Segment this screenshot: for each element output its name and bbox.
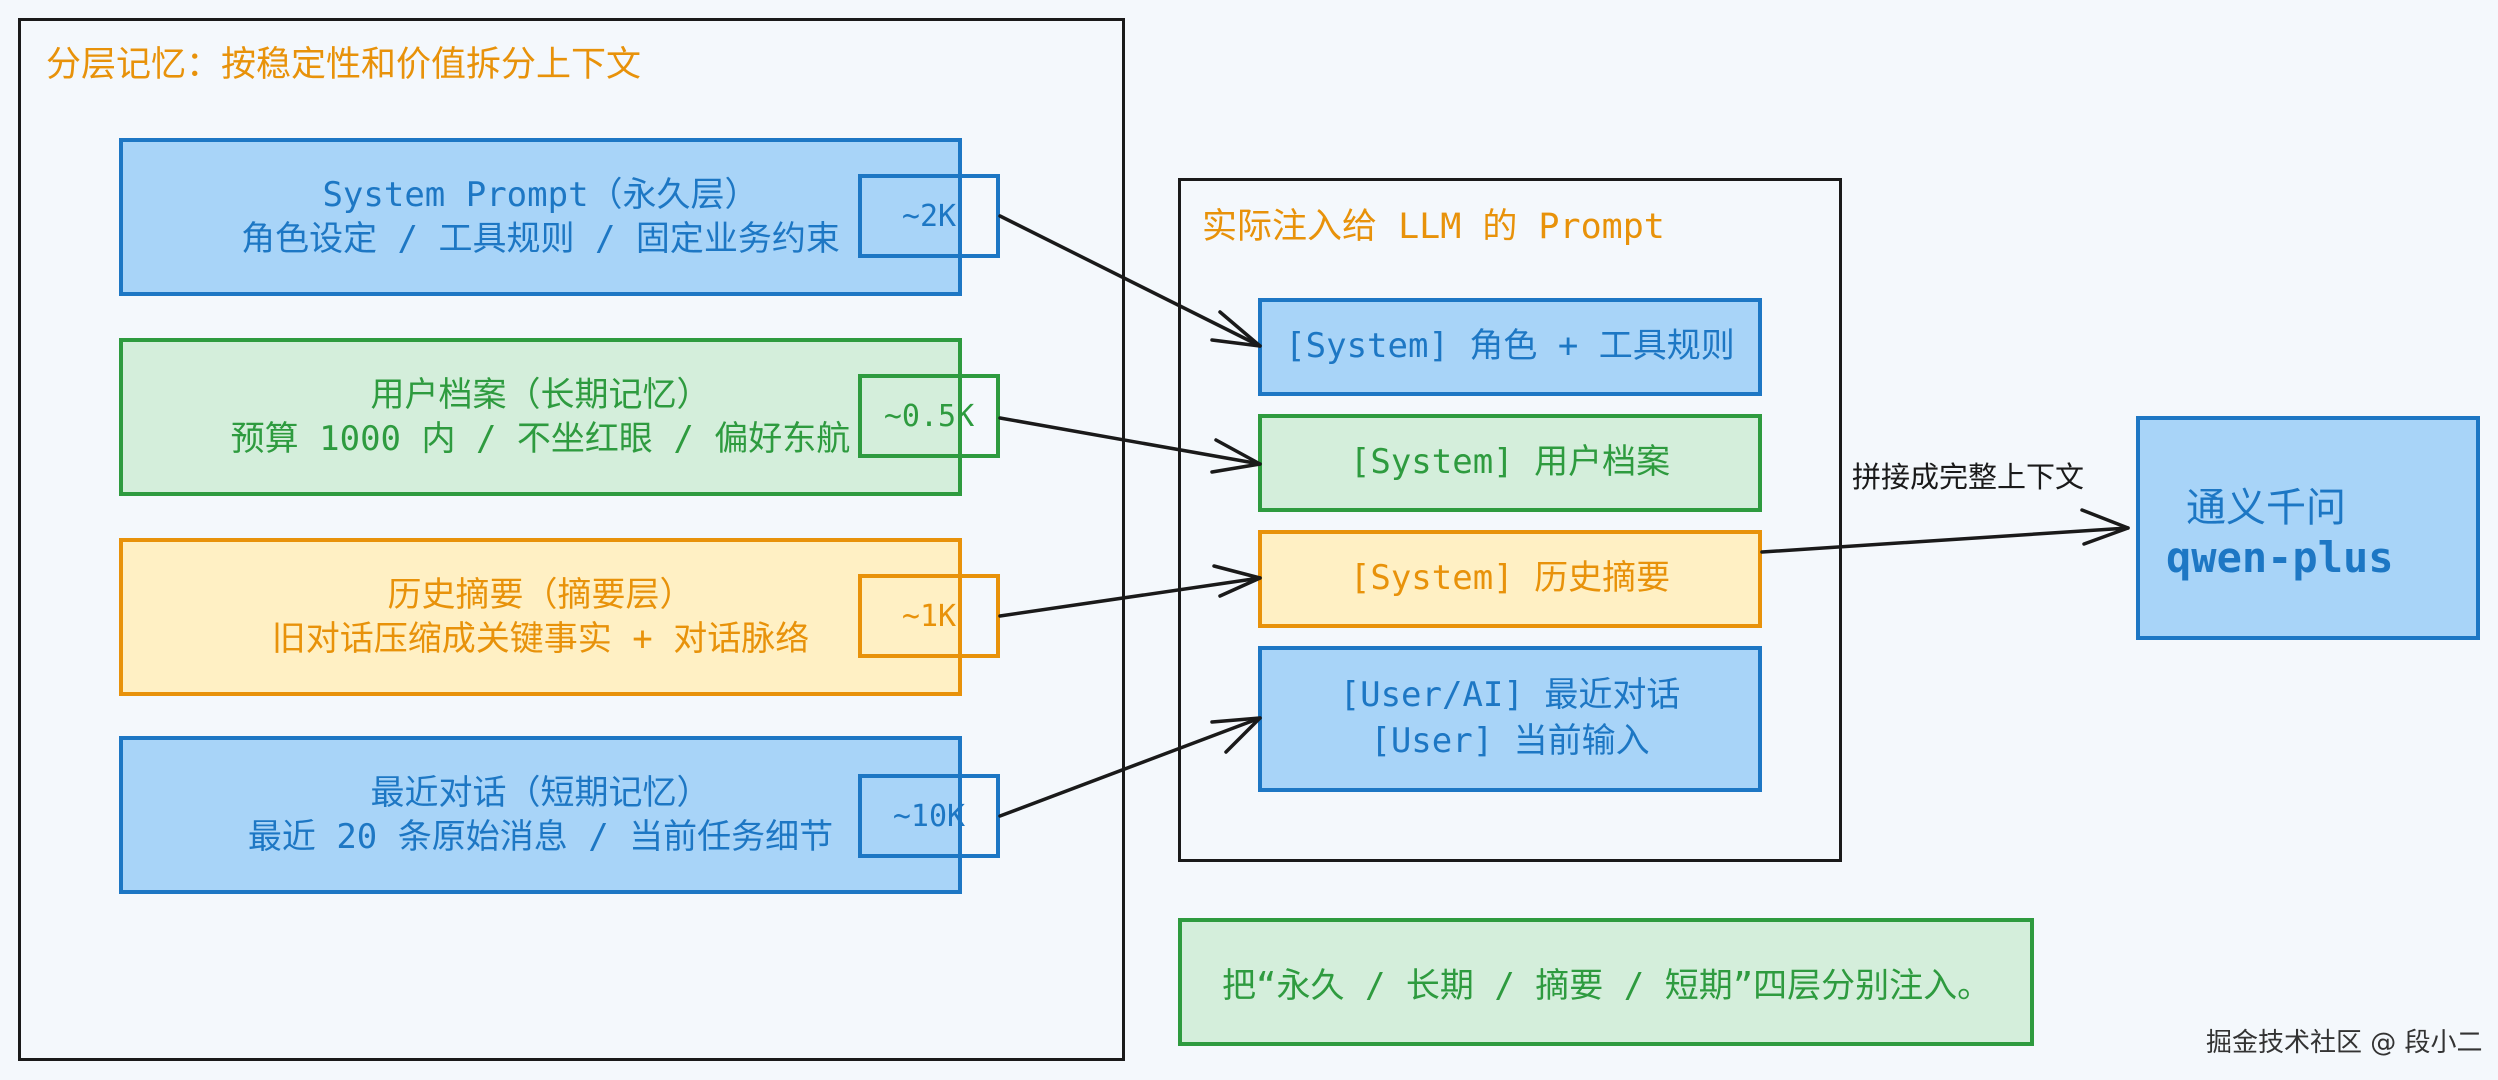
layer-history-summary: 历史摘要（摘要层） 旧对话压缩成关键事实 + 对话脉络 — [119, 538, 962, 696]
llm-model: qwen-plus — [2166, 532, 2394, 582]
llm-name: 通义千问 — [2186, 484, 2346, 531]
layer-desc: 预算 1000 内 / 不坐红眼 / 偏好东航 — [230, 419, 851, 459]
prompt-item-summary: [System] 历史摘要 — [1258, 530, 1762, 628]
layer-title: 用户档案（长期记忆） — [370, 374, 711, 415]
note-box: 把“永久 / 长期 / 摘要 / 短期”四层分别注入。 — [1178, 918, 2034, 1046]
left-group-title: 分层记忆：按稳定性和价值拆分上下文 — [46, 45, 642, 85]
prompt-item-line-2: [User] 当前输入 — [1370, 721, 1650, 761]
arrow-head-summary — [1212, 564, 1262, 598]
note-text: 把“永久 / 长期 / 摘要 / 短期”四层分别注入。 — [1222, 965, 1992, 1006]
prompt-item-line: [System] 用户档案 — [1349, 442, 1671, 483]
layer-system-prompt: System Prompt（永久层） 角色设定 / 工具规则 / 固定业务约束 — [119, 138, 962, 296]
arrow-profile — [998, 416, 1262, 466]
layer-title: 最近对话（短期记忆） — [370, 772, 711, 813]
token-badge-summary: ~1K — [858, 574, 1000, 658]
arrow-head-llm — [2080, 508, 2130, 546]
llm-box: 通义千问 qwen-plus — [2136, 416, 2480, 640]
left-group-frame — [18, 18, 1125, 1061]
token-badge-profile: ~0.5K — [858, 374, 1000, 458]
layer-title: System Prompt（永久层） — [322, 174, 759, 215]
arrow-system — [998, 214, 1262, 348]
prompt-item-system: [System] 角色 + 工具规则 — [1258, 298, 1762, 396]
arrow-head-profile — [1210, 438, 1262, 474]
prompt-item-line: [System] 角色 + 工具规则 — [1285, 326, 1735, 367]
concat-edge-label: 拼接成完整上下文 — [1852, 460, 2085, 494]
prompt-item-line: [System] 历史摘要 — [1349, 558, 1671, 599]
prompt-item-dialog: [User/AI] 最近对话 [User] 当前输入 — [1258, 646, 1762, 792]
token-badge-recent: ~10K — [858, 774, 1000, 858]
arrow-llm — [1760, 526, 2130, 554]
layer-desc: 最近 20 条原始消息 / 当前任务细节 — [247, 817, 834, 857]
watermark: 掘金技术社区 @ 段小二 — [2206, 1028, 2483, 1058]
arrow-summary — [998, 576, 1262, 618]
prompt-group-title: 实际注入给 LLM 的 Prompt — [1202, 207, 1665, 247]
arrow-head-recent — [1210, 716, 1262, 754]
prompt-item-profile: [System] 用户档案 — [1258, 414, 1762, 512]
layer-title: 历史摘要（摘要层） — [387, 574, 694, 615]
arrow-head-system — [1210, 310, 1262, 348]
layer-recent-dialog: 最近对话（短期记忆） 最近 20 条原始消息 / 当前任务细节 — [119, 736, 962, 894]
arrow-recent — [998, 716, 1262, 818]
layer-desc: 角色设定 / 工具规则 / 固定业务约束 — [241, 219, 840, 259]
prompt-group-frame — [1178, 178, 1842, 862]
layer-desc: 旧对话压缩成关键事实 + 对话脉络 — [271, 619, 810, 659]
layer-user-profile: 用户档案（长期记忆） 预算 1000 内 / 不坐红眼 / 偏好东航 — [119, 338, 962, 496]
token-badge-system: ~2K — [858, 174, 1000, 258]
prompt-item-line: [User/AI] 最近对话 — [1339, 675, 1681, 716]
